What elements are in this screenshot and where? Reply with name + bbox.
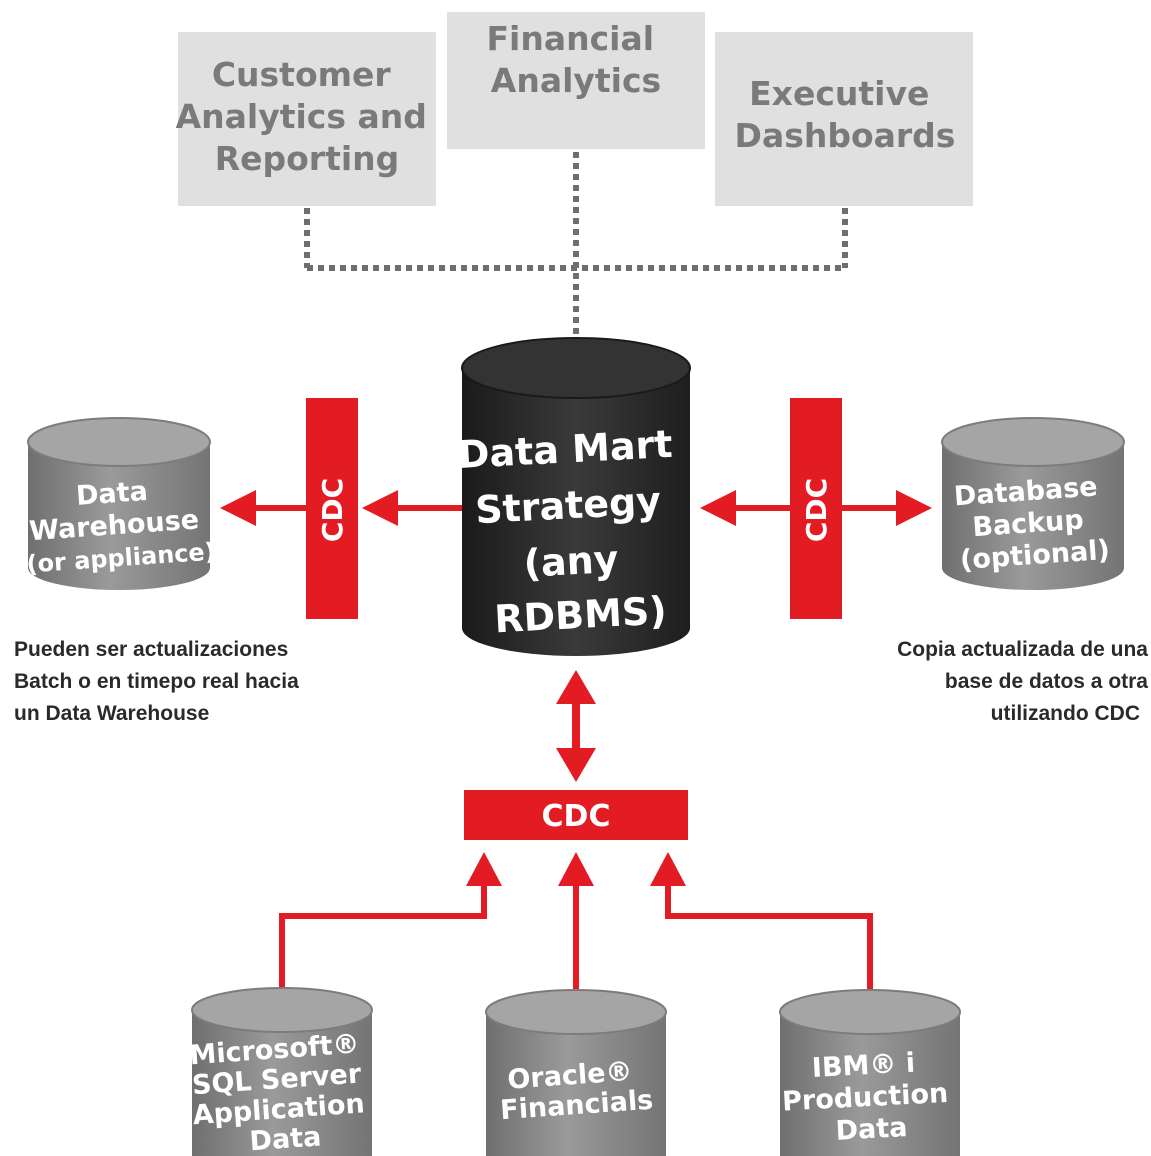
top-box-line: Executive — [749, 74, 929, 113]
arrow-head — [556, 670, 596, 704]
right-note-line: utilizando CDC — [990, 702, 1140, 725]
source-connector — [279, 880, 487, 994]
right-note: Copia actualizada de una base de datos a… — [897, 634, 1148, 730]
arrow-head — [558, 852, 594, 886]
top-box-line: Reporting — [215, 139, 400, 178]
warehouse-line: Data — [75, 476, 149, 512]
bottom-cdc-bar — [464, 790, 688, 840]
left-cdc-bar — [306, 398, 358, 619]
svg-text:Data Warehouse (or: Data Warehouse (or appliance) — [21, 472, 217, 579]
left-note-line: Batch o en timepo real hacia — [14, 670, 299, 693]
bottom-cdc-group: CDC — [279, 670, 873, 994]
svg-text:Financial Analytics: Financial Analytics — [486, 19, 665, 100]
top-box-customer-analytics: Customer Analytics and Reporting — [176, 32, 439, 206]
arrow-head — [896, 490, 932, 526]
svg-text:Database Backup (o: Database Backup (optional) — [953, 471, 1112, 576]
left-note: Pueden ser actualizaciones Batch o en ti… — [14, 634, 299, 730]
data-mart-line: RDBMS) — [493, 588, 667, 641]
source-sql-server-cylinder: Microsoft® SQL Server Application Data — [188, 987, 373, 1156]
top-box-line: Dashboards — [735, 116, 956, 155]
svg-text:IBM® i Production: IBM® i Production Data — [780, 1045, 960, 1149]
svg-text:Oracle® Financials: Oracle® Financials — [497, 1055, 654, 1127]
source-line: Data — [835, 1112, 908, 1147]
right-cdc-group: CDC — [700, 398, 932, 619]
data-warehouse-cylinder: Data Warehouse (or appliance) — [21, 417, 217, 590]
left-cdc-group: CDC — [220, 398, 462, 619]
right-cdc-bar — [790, 398, 842, 619]
source-line: IBM® i — [811, 1048, 916, 1084]
top-box-line: Financial — [486, 19, 654, 58]
source-connector — [665, 880, 873, 994]
top-box-line: Analytics and — [176, 97, 427, 136]
arrow-head — [362, 490, 398, 526]
data-mart-line: Strategy — [474, 479, 662, 533]
backup-line: Backup — [971, 504, 1084, 543]
data-mart-line: (any — [523, 537, 620, 586]
source-oracle-cylinder: Oracle® Financials — [485, 989, 667, 1156]
top-box-line: Customer — [212, 55, 392, 94]
right-note-line: Copia actualizada de una — [897, 638, 1148, 661]
top-box-financial-analytics: Financial Analytics — [447, 12, 705, 149]
top-box-line: Analytics — [491, 61, 661, 100]
dotted-connectors — [304, 152, 848, 338]
left-cdc-label: CDC — [316, 478, 349, 542]
arrow-head — [466, 852, 502, 886]
source-ibm-i-cylinder: IBM® i Production Data — [779, 989, 961, 1156]
bottom-cdc-label: CDC — [542, 799, 611, 834]
right-note-line: base de datos a otra — [944, 670, 1148, 693]
arrow-head — [650, 852, 686, 886]
data-mart-cylinder: Data Mart Strategy (any RDBMS) — [457, 337, 691, 656]
arrow-head — [556, 748, 596, 782]
svg-text:Executive Dashboards: Executive Dashboards — [735, 74, 956, 155]
top-box-executive-dashboards: Executive Dashboards — [715, 32, 973, 206]
arrow-head — [220, 490, 256, 526]
left-note-line: un Data Warehouse — [14, 702, 210, 725]
source-line: Data — [249, 1121, 323, 1156]
right-cdc-label: CDC — [800, 478, 833, 542]
svg-text:Customer Analytics and: Customer Analytics and Reporting — [176, 55, 439, 178]
arrow-head — [700, 490, 736, 526]
database-backup-cylinder: Database Backup (optional) — [941, 417, 1125, 590]
left-note-line: Pueden ser actualizaciones — [14, 638, 289, 661]
